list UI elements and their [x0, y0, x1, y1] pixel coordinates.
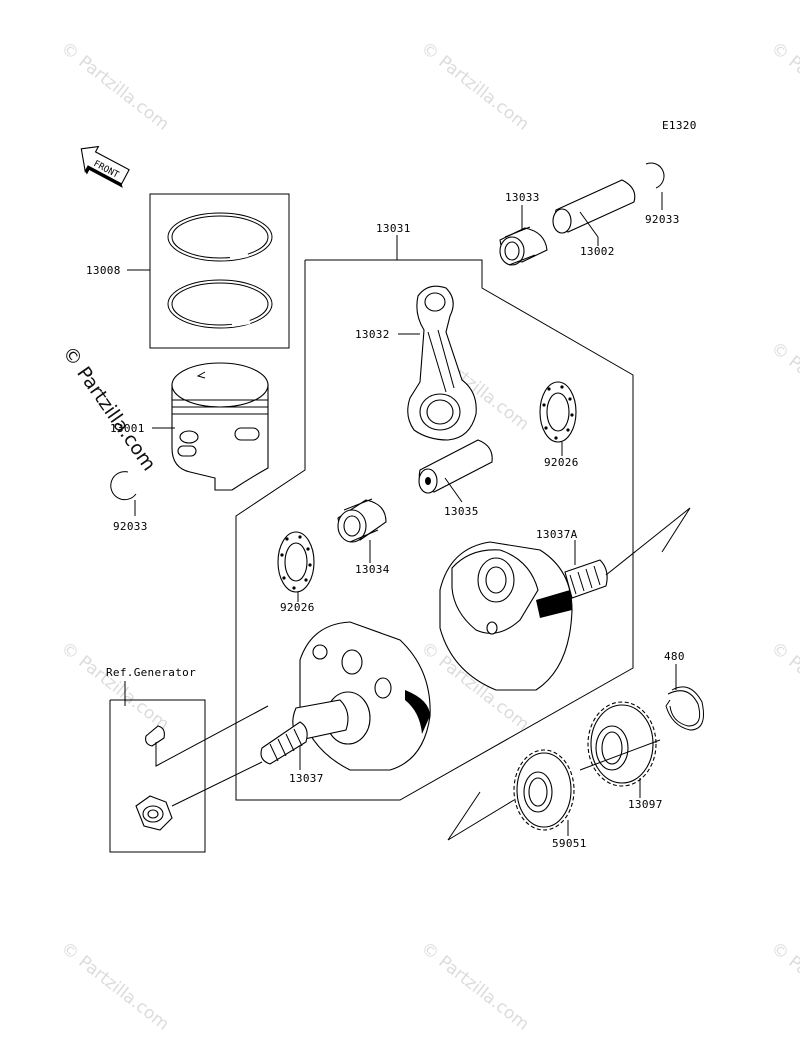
crank-assembly-outline — [235, 259, 634, 801]
part-label-92026-left: 92026 — [280, 601, 315, 614]
piston — [171, 362, 269, 491]
ref-generator-box — [109, 699, 206, 853]
thrust-washer-right — [539, 381, 577, 443]
thrust-washer-left — [277, 531, 315, 593]
circlip-left — [110, 471, 137, 501]
watermark-text: © Partzilla.com — [57, 38, 173, 135]
watermark-text: © Partzilla.com — [417, 938, 533, 1035]
part-label-13037: 13037 — [289, 772, 324, 785]
watermark-text: © Partzilla.com — [767, 338, 800, 435]
watermark-grid: © Partzilla.com © Partzilla.com © Partzi… — [57, 38, 800, 1035]
part-label-13097: 13097 — [628, 798, 663, 811]
snap-ring — [665, 686, 704, 731]
watermark-text: © Partzilla.com — [417, 38, 533, 135]
part-label-13032: 13032 — [355, 328, 390, 341]
part-label-13008: 13008 — [86, 264, 121, 277]
part-label-92033-right: 92033 — [645, 213, 680, 226]
part-label-480: 480 — [664, 650, 685, 663]
crankshaft-right-half — [439, 541, 608, 691]
ref-generator-label: Ref.Generator — [106, 666, 196, 679]
connecting-rod — [407, 285, 477, 441]
front-arrow-icon: FRONT — [80, 145, 130, 188]
part-label-13034: 13034 — [355, 563, 390, 576]
part-label-92026-right: 92026 — [544, 456, 579, 469]
part-label-13035: 13035 — [444, 505, 479, 518]
flange-nut — [135, 795, 173, 831]
part-label-13033: 13033 — [505, 191, 540, 204]
part-label-13037A: 13037A — [536, 528, 578, 541]
part-label-13002: 13002 — [580, 245, 615, 258]
balancer-gear — [513, 749, 575, 831]
watermark-text: © Partzilla.com — [767, 638, 800, 735]
crank-pin — [418, 439, 493, 494]
crankshaft-left-half — [260, 621, 431, 771]
woodruff-key — [145, 725, 165, 747]
part-label-13031: 13031 — [376, 222, 411, 235]
needle-bearing-lower — [337, 498, 387, 543]
piston-pin — [552, 179, 636, 238]
diagram-code: E1320 — [662, 119, 697, 132]
circlip-right — [645, 162, 665, 189]
watermark-text: © Partzilla.com — [57, 638, 173, 735]
part-label-13001: 13001 — [110, 422, 145, 435]
crank-gear — [587, 701, 657, 787]
part-label-92033-left: 92033 — [113, 520, 148, 533]
watermark-text: © Partzilla.com — [57, 938, 173, 1035]
part-label-59051: 59051 — [552, 837, 587, 850]
partzilla-watermark: © Partzilla.com — [58, 342, 160, 475]
watermark-text: © Partzilla.com — [58, 342, 160, 475]
watermark-text: © Partzilla.com — [767, 938, 800, 1035]
watermark-text: © Partzilla.com — [767, 38, 800, 135]
piston-ring-set — [149, 193, 290, 349]
needle-bearing-upper — [499, 226, 548, 266]
